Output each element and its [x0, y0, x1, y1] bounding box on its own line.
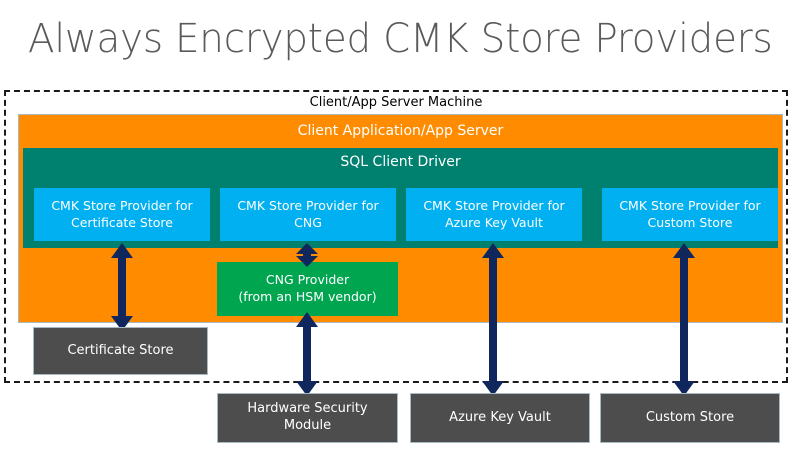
- cng-provider-connector: [293, 243, 321, 267]
- certificate-store-connector: [108, 243, 136, 331]
- page-title: Always Encrypted CMK Store Providers: [28, 16, 773, 62]
- store-box-certificate-store[interactable]: Certificate Store: [33, 327, 208, 375]
- store-box-hardware-security-module[interactable]: Hardware Security Module: [217, 393, 398, 443]
- provider-box-cng[interactable]: CMK Store Provider for CNG: [220, 188, 396, 241]
- client-application-band-label: Client Application/App Server: [297, 123, 504, 139]
- provider-box-certificate-store[interactable]: CMK Store Provider for Certificate Store: [34, 188, 210, 241]
- provider-box-custom-store[interactable]: CMK Store Provider for Custom Store: [602, 188, 778, 241]
- store-box-azure-key-vault[interactable]: Azure Key Vault: [410, 393, 590, 443]
- azure-key-vault-connector: [479, 243, 507, 396]
- cng-provider-line2: (from an HSM vendor): [238, 289, 377, 304]
- custom-store-connector: [670, 243, 698, 396]
- machine-boundary-label: Client/App Server Machine: [309, 95, 483, 110]
- provider-box-azure-key-vault[interactable]: CMK Store Provider for Azure Key Vault: [406, 188, 582, 241]
- hsm-connector: [293, 312, 321, 396]
- sql-client-driver-band-label: SQL Client Driver: [340, 154, 461, 170]
- client-app-server-machine-boundary: [4, 90, 788, 383]
- cng-provider-line1: CNG Provider: [265, 272, 350, 288]
- cng-provider-box[interactable]: CNG Provider (from an HSM vendor): [217, 262, 398, 316]
- store-box-custom-store[interactable]: Custom Store: [600, 393, 780, 443]
